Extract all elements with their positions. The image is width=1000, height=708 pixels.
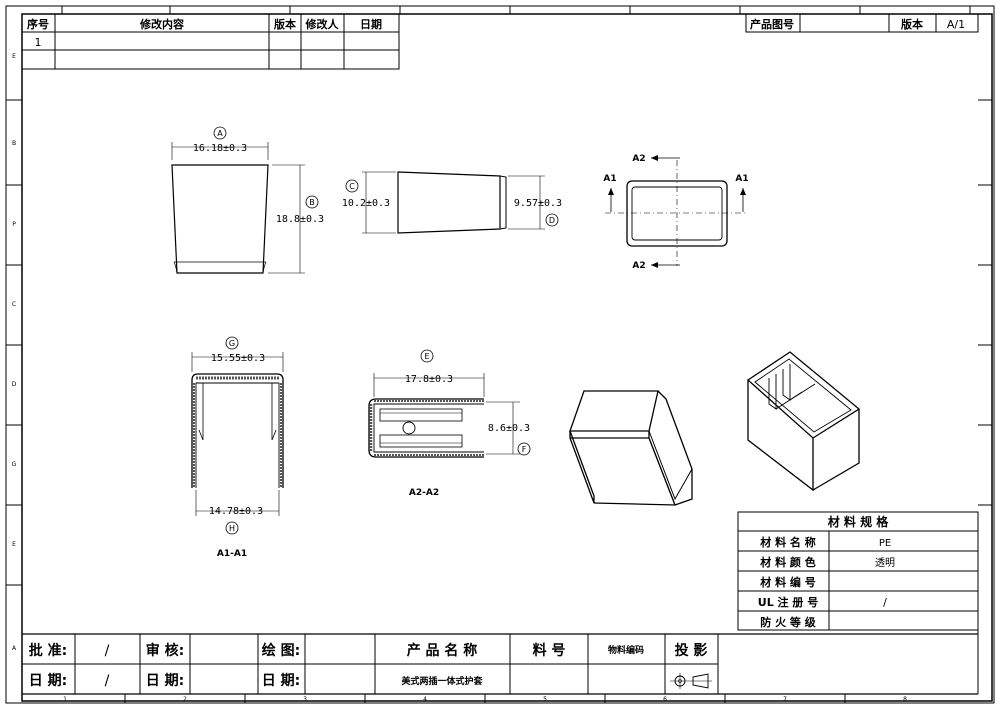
material-spec-table: 材 料 规 格 材 料 名 称 材 料 颜 色 材 料 编 号 UL 注 册 号… — [737, 511, 979, 631]
part-no-label: 料 号 — [533, 642, 566, 659]
left-marker: D — [12, 381, 17, 388]
left-marker: C — [12, 301, 16, 308]
approve-label: 批 准: — [29, 642, 67, 659]
side-view: C 10.2±0.3 D 9.57±0.3 — [342, 171, 562, 234]
section-a2-caption: A2-A2 — [409, 488, 439, 498]
projection-symbol-icon — [670, 673, 712, 689]
inner-frame — [21, 13, 993, 702]
isometric-closed-view — [569, 390, 693, 506]
left-marker: P — [12, 221, 16, 228]
header-version: 版本 — [274, 17, 296, 31]
dim-h: 14.78±0.3 — [209, 506, 263, 517]
left-marker: A — [12, 645, 17, 652]
dim-a: 16.18±0.3 — [193, 143, 247, 154]
section-a1: G 15.55±0.3 14.78±0.3 H A1-A1 — [191, 336, 284, 559]
product-name-value: 美式两插一体式护套 — [401, 675, 483, 687]
header-editor: 修改人 — [305, 17, 340, 31]
review-label: 审 核: — [146, 642, 184, 659]
material-name-value: PE — [879, 538, 891, 549]
row-seq: 1 — [35, 36, 42, 49]
right-ticks — [978, 99, 992, 506]
outer-frame — [5, 5, 995, 704]
bottom-marker: 2 — [183, 696, 187, 703]
dim-f: 8.6±0.3 — [488, 423, 530, 434]
section-marker-a2: A2 — [632, 261, 645, 271]
bottom-marker: 4 — [423, 696, 427, 703]
bottom-ticks — [124, 694, 846, 703]
dim-b: 18.8±0.3 — [276, 214, 324, 225]
circle-label-d: D — [549, 216, 555, 225]
circle-label-g: G — [229, 339, 235, 348]
header-seq: 序号 — [27, 17, 49, 31]
circle-label-c: C — [349, 182, 355, 191]
draw-label: 绘 图: — [262, 642, 300, 659]
dim-e: 17.8±0.3 — [405, 374, 453, 385]
circle-label-h: H — [229, 524, 235, 533]
ul-number-value: / — [883, 596, 887, 609]
bottom-marker: 3 — [303, 696, 307, 703]
bottom-marker: 5 — [543, 696, 547, 703]
version-label: 版本 — [901, 17, 923, 31]
material-color-label: 材 料 颜 色 — [760, 555, 816, 569]
circle-label-f: F — [522, 445, 527, 454]
frame-markers: E B P C D G E A 1 2 3 4 5 6 7 8 — [12, 53, 907, 703]
circle-label-e: E — [424, 352, 429, 361]
dim-c: 10.2±0.3 — [342, 198, 390, 209]
bottom-marker: 6 — [663, 696, 667, 703]
left-marker: E — [12, 53, 16, 60]
front-view: A 16.18±0.3 B 18.8±0.3 — [171, 126, 324, 274]
part-no-value: 物料编码 — [608, 644, 644, 656]
isometric-open-view — [746, 351, 861, 492]
fire-rating-label: 防 火 等 级 — [760, 615, 816, 629]
material-code-label: 材 料 编 号 — [760, 575, 816, 589]
header-content: 修改内容 — [139, 17, 184, 31]
section-marker-a1: A1 — [735, 174, 748, 184]
bottom-marker: 8 — [903, 696, 907, 703]
approve-value: / — [105, 643, 110, 659]
material-color-value: 透明 — [875, 557, 895, 569]
top-view: A1 A1 A2 A2 — [603, 154, 748, 271]
section-a1-caption: A1-A1 — [217, 549, 247, 559]
left-marker: G — [12, 461, 17, 468]
left-ticks — [6, 99, 22, 586]
left-marker: B — [12, 140, 16, 147]
top-ticks — [61, 6, 971, 14]
drawing-number-box: 产品图号 版本 A/1 — [745, 13, 979, 33]
product-name-label: 产 品 名 称 — [407, 642, 478, 659]
date-label-2: 日 期: — [146, 673, 184, 689]
bottom-marker: 1 — [63, 696, 67, 703]
date-label-3: 日 期: — [262, 673, 300, 689]
bottom-marker: 7 — [783, 696, 787, 703]
date-label-1: 日 期: — [29, 673, 67, 689]
circle-label-a: A — [217, 129, 223, 138]
version-value: A/1 — [947, 18, 965, 31]
material-name-label: 材 料 名 称 — [760, 535, 816, 549]
section-marker-a2: A2 — [632, 154, 645, 164]
header-date: 日期 — [360, 17, 382, 31]
date-value-1: / — [105, 673, 110, 689]
material-spec-title: 材 料 规 格 — [827, 514, 890, 529]
left-marker: E — [12, 541, 16, 548]
dim-g: 15.55±0.3 — [211, 353, 265, 364]
drawing-no-label: 产品图号 — [750, 17, 794, 31]
dim-d: 9.57±0.3 — [514, 198, 562, 209]
ul-number-label: UL 注 册 号 — [758, 595, 818, 609]
projection-label: 投 影 — [675, 643, 708, 659]
circle-label-b: B — [309, 198, 315, 207]
section-a2: E 17.8±0.3 8.6±0.3 F A2-A2 — [368, 349, 531, 498]
revision-table: 序号 修改内容 版本 修改人 日期 1 — [21, 13, 400, 70]
title-block: 批 准: / 审 核: 绘 图: 日 期: / 日 期: 日 期: 产 品 名 … — [22, 630, 979, 695]
section-marker-a1: A1 — [603, 174, 616, 184]
